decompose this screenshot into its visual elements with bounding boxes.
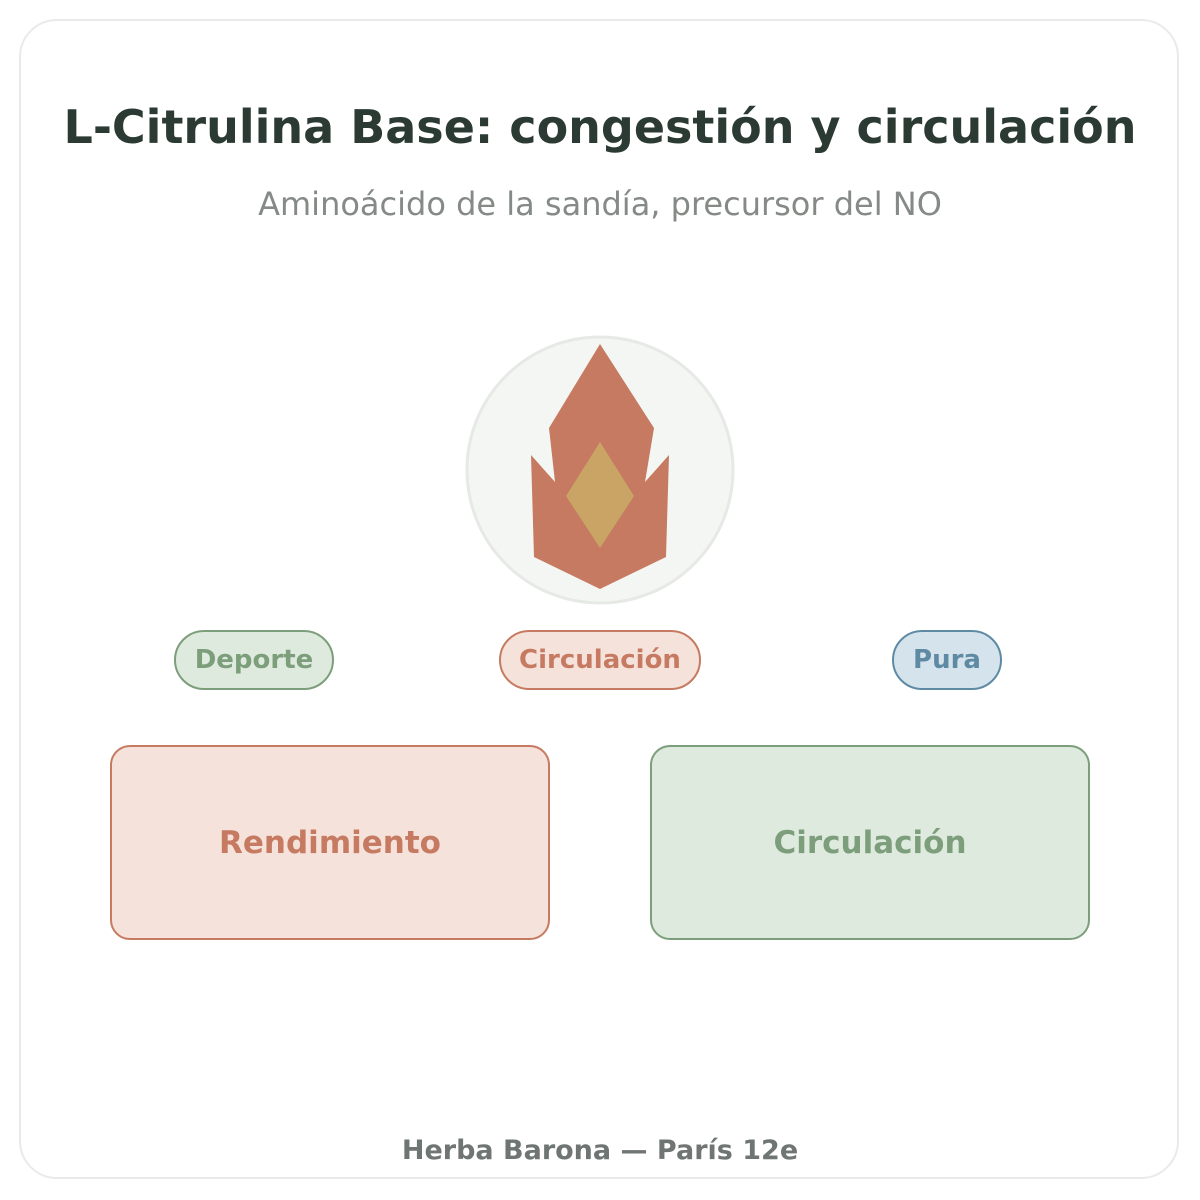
emblem (465, 335, 735, 605)
box-circulacion: Circulación (650, 745, 1090, 940)
footer-text: Herba Barona — París 12e (401, 1135, 799, 1166)
page-title: L-Citrulina Base: congestión y circulaci… (63, 100, 1137, 154)
flame-icon (531, 344, 669, 589)
box-rendimiento: Rendimiento (110, 745, 550, 940)
tag-circulacion: Circulación (499, 630, 701, 690)
flame-core (566, 442, 634, 548)
page-subtitle: Aminoácido de la sandía, precursor del N… (258, 185, 942, 223)
tag-pura: Pura (892, 630, 1002, 690)
tag-deporte: Deporte (174, 630, 334, 690)
